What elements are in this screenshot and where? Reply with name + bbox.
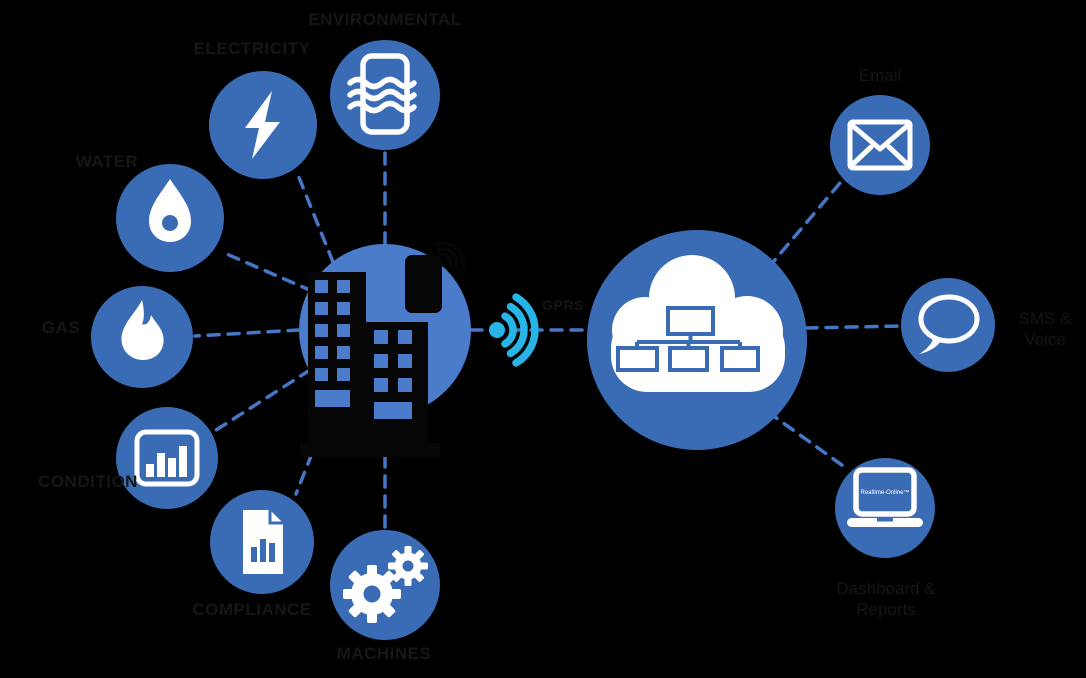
network-topology-icon xyxy=(616,306,760,372)
label-dashboard-reports: Dashboard & Reports xyxy=(836,578,935,620)
connector-hub-condition xyxy=(211,368,312,434)
node-gas xyxy=(91,286,193,388)
label-sms-voice: SMS & Voice xyxy=(1019,308,1072,350)
bar-chart-icon xyxy=(134,429,200,487)
label-environmental: ENVIRONMENTAL xyxy=(308,10,462,29)
connector-hub-gas xyxy=(193,328,301,338)
node-machines xyxy=(330,530,440,640)
report-document-icon xyxy=(243,510,283,574)
water-drop-icon xyxy=(149,179,191,242)
wifi-signal-icon xyxy=(489,293,539,367)
label-water: WATER xyxy=(75,152,139,171)
flame-icon xyxy=(121,300,164,360)
node-email xyxy=(830,95,930,195)
envelope-icon xyxy=(847,119,913,171)
label-condition: CONDITION xyxy=(38,472,138,491)
label-compliance: COMPLIANCE xyxy=(192,600,312,619)
node-compliance xyxy=(210,490,314,594)
label-gas: GAS xyxy=(41,318,81,337)
node-condition xyxy=(116,407,218,509)
laptop-screen-text: Realtime-Online™ xyxy=(860,489,909,496)
node-environmental xyxy=(330,40,440,150)
node-dashboard: Realtime-Online™ xyxy=(835,458,935,558)
speech-bubble-icon xyxy=(918,294,980,354)
node-sms-voice xyxy=(901,278,995,372)
label-dashboard-line1: Dashboard & xyxy=(836,579,936,598)
connector-cloud-sms xyxy=(804,324,902,330)
cloud-network-icon xyxy=(611,255,785,392)
hub-node-building xyxy=(299,241,471,457)
label-dashboard-line2: Reports xyxy=(856,600,916,619)
label-email: Email xyxy=(858,66,902,85)
label-gprs: GPRS xyxy=(542,297,584,313)
label-sms-line1: SMS & xyxy=(1018,309,1072,328)
building-gateway-icon xyxy=(300,241,465,457)
connector-cloud-dashboard xyxy=(766,410,848,470)
node-electricity xyxy=(209,71,317,179)
radiator-sensor-icon xyxy=(347,53,417,135)
gears-icon xyxy=(343,546,428,623)
node-water xyxy=(116,164,224,272)
connector-hub-electricity xyxy=(296,173,335,264)
laptop-icon: Realtime-Online™ xyxy=(847,467,923,527)
lightning-bolt-icon xyxy=(245,91,280,159)
gateway-device-icon xyxy=(405,255,442,313)
connector-cloud-email xyxy=(766,181,842,270)
label-sms-line2: Voice xyxy=(1024,330,1066,349)
cloud-node xyxy=(587,230,807,450)
label-machines: MACHINES xyxy=(336,644,432,663)
connector-hub-water xyxy=(220,250,314,293)
label-electricity: ELECTRICITY xyxy=(193,39,311,58)
